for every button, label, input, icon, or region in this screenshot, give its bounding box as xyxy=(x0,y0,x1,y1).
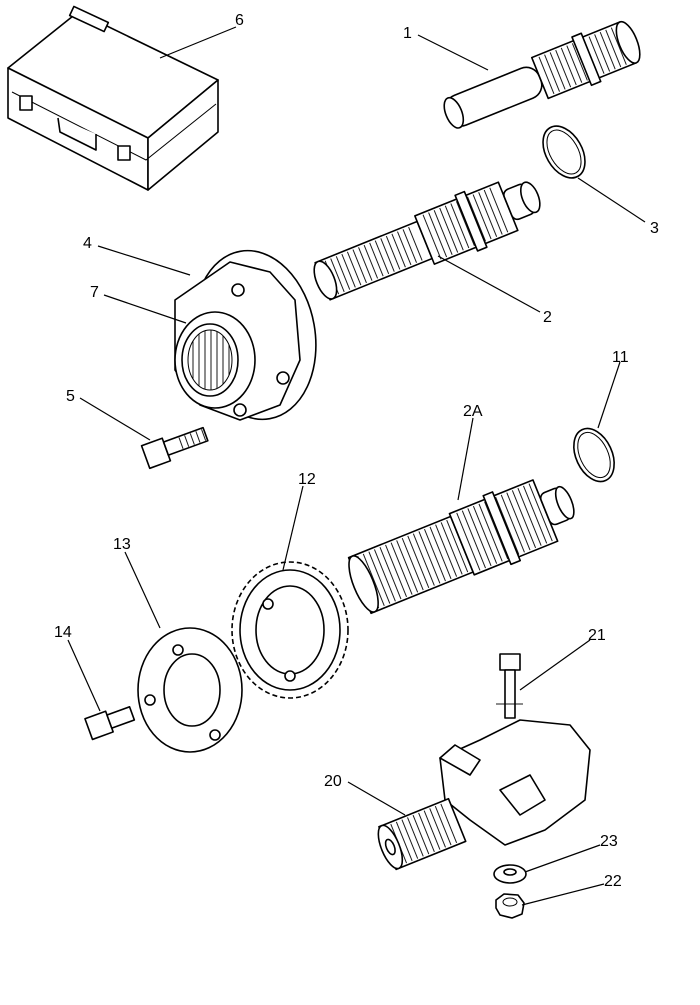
leader-line-21 xyxy=(519,639,591,691)
leader-line-13 xyxy=(124,551,161,629)
bolt-part-14 xyxy=(84,705,136,741)
callout-label-5: 5 xyxy=(66,388,75,405)
leader-line-2a xyxy=(457,417,474,501)
gear-part-12 xyxy=(231,561,349,699)
callout-labels: 6 1 3 2 4 7 5 11 2A 12 13 14 21 20 23 22 xyxy=(54,12,659,890)
callout-label-4: 4 xyxy=(83,235,92,252)
plate-part-13 xyxy=(137,627,243,753)
callout-label-7: 7 xyxy=(90,284,99,301)
leader-line-3 xyxy=(577,177,646,223)
leader-line-2 xyxy=(437,255,541,313)
snap-ring-part-3 xyxy=(542,125,586,179)
callout-label-22: 22 xyxy=(604,873,622,890)
callout-label-14: 14 xyxy=(54,624,72,641)
callout-label-20: 20 xyxy=(324,773,342,790)
leader-line-23 xyxy=(524,844,601,873)
washer-part-23 xyxy=(493,864,527,884)
nut-part-22 xyxy=(495,893,525,919)
callout-label-23: 23 xyxy=(600,833,618,850)
leader-line-6 xyxy=(159,26,237,59)
callout-label-6: 6 xyxy=(235,12,244,29)
leader-line-4 xyxy=(97,245,191,276)
yoke-shaft-part-20 xyxy=(377,719,591,871)
leader-lines xyxy=(67,26,646,906)
leader-line-11 xyxy=(597,361,621,429)
leader-line-1 xyxy=(417,34,489,71)
carrying-case-part xyxy=(7,5,219,191)
callout-label-3: 3 xyxy=(650,220,659,237)
shaft-part-2 xyxy=(313,181,541,301)
shaft-part-2a xyxy=(347,479,575,615)
leader-line-12 xyxy=(282,485,304,571)
callout-label-2: 2 xyxy=(543,309,552,326)
leader-line-7 xyxy=(103,294,187,324)
leader-line-14 xyxy=(67,639,101,712)
shaft-part-1 xyxy=(443,20,641,129)
leader-line-22 xyxy=(521,883,605,906)
callout-label-12: 12 xyxy=(298,471,316,488)
callout-label-13: 13 xyxy=(113,536,131,553)
snap-ring-part-11 xyxy=(573,427,615,483)
callout-label-2a: 2A xyxy=(463,403,483,420)
bolt-part-5 xyxy=(140,426,209,470)
callout-label-1: 1 xyxy=(403,25,412,42)
leader-line-5 xyxy=(79,397,151,441)
callout-label-11: 11 xyxy=(612,349,629,366)
leader-line-20 xyxy=(347,781,406,816)
bolt-part-21 xyxy=(496,653,523,719)
callout-label-21: 21 xyxy=(588,627,606,644)
flange-housing-part-4 xyxy=(174,249,317,421)
